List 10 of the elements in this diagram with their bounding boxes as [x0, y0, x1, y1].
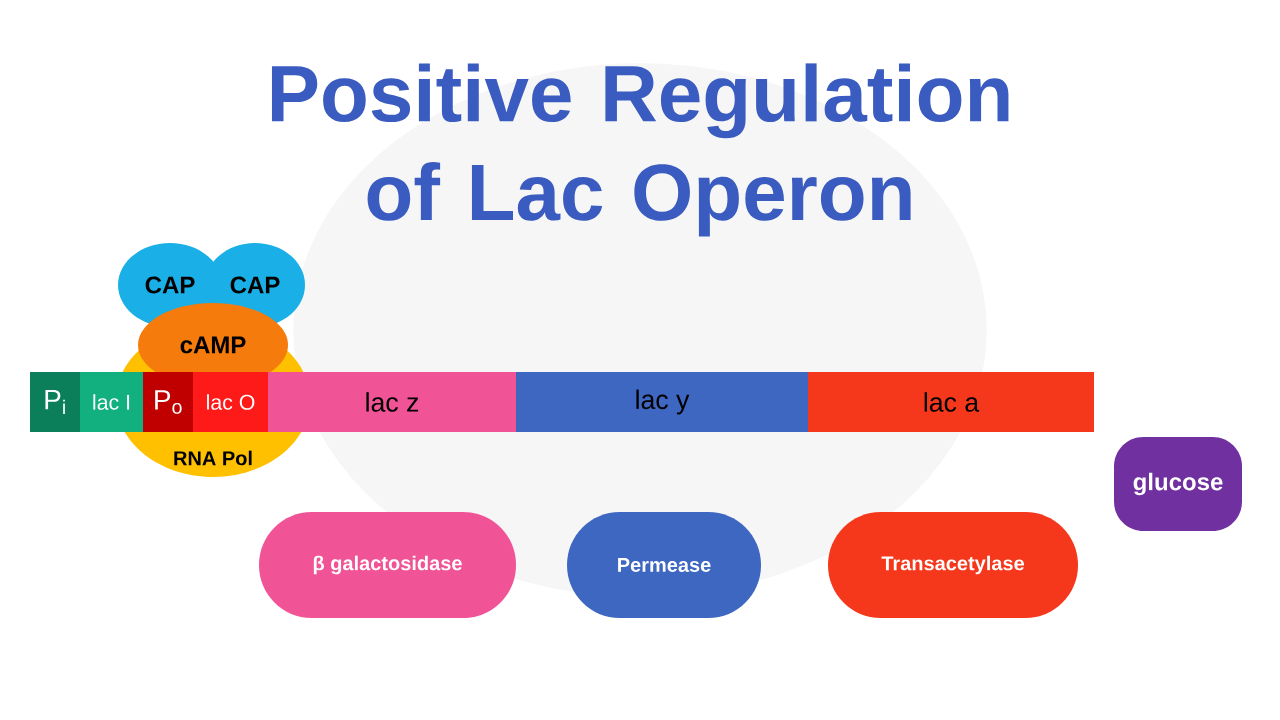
node-label: CAP — [230, 276, 280, 294]
gene-segment: lac y — [516, 372, 808, 432]
gene-segment: lac z — [268, 372, 516, 432]
gene-segment: lac a — [808, 372, 1094, 432]
gene-segment: lac I — [80, 372, 143, 432]
enzyme-pill: Permease — [567, 512, 761, 618]
node-label: CAP — [145, 276, 195, 294]
gene-segment: P$_{i}$ — [30, 372, 80, 432]
title: Positive Regulation of Lac Operon — [271, 63, 1009, 237]
molecule-box: glucose — [1114, 437, 1242, 531]
